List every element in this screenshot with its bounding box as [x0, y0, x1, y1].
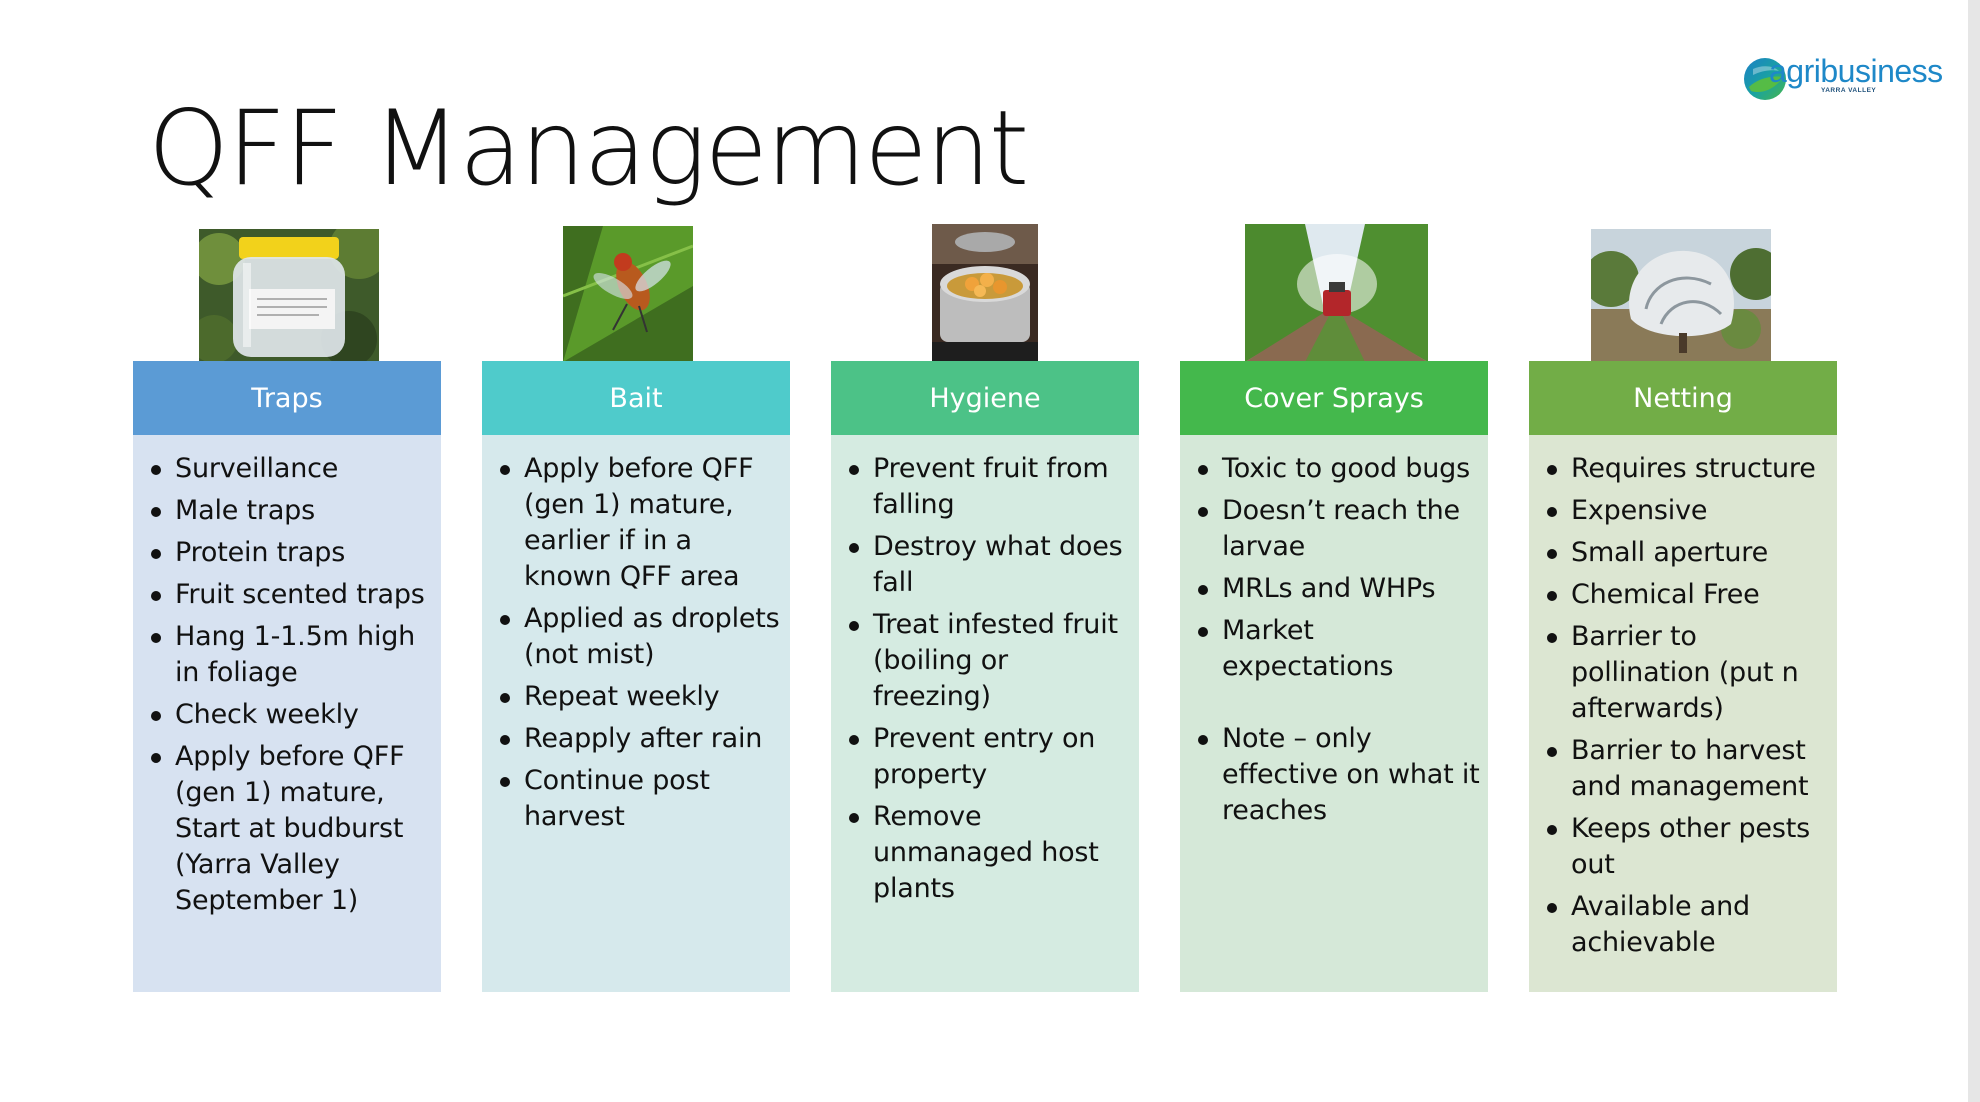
bullet-list: Apply before QFF (gen 1) mature, earlier…	[482, 435, 790, 835]
list-item: Protein traps	[151, 535, 433, 571]
fruit-fly-on-leaf-image	[563, 226, 693, 362]
list-item: Fruit scented traps	[151, 577, 433, 613]
list-item: Check weekly	[151, 697, 433, 733]
column-body: Prevent fruit from falling Destroy what …	[831, 435, 1139, 992]
bullet-list: Prevent fruit from falling Destroy what …	[831, 435, 1139, 907]
list-item: Small aperture	[1547, 535, 1829, 571]
bullet-list: Requires structure Expensive Small apert…	[1529, 435, 1837, 961]
column-heading: Hygiene	[831, 361, 1139, 435]
boiling-fruit-image	[932, 224, 1038, 362]
list-item: Remove unmanaged host plants	[849, 799, 1131, 907]
column-body: Surveillance Male traps Protein traps Fr…	[133, 435, 441, 992]
column-body: Apply before QFF (gen 1) mature, earlier…	[482, 435, 790, 992]
list-item: Requires structure	[1547, 451, 1829, 487]
slide-title: QFF Management	[148, 89, 1029, 209]
list-item: Apply before QFF (gen 1) mature, Start a…	[151, 739, 433, 919]
list-item: Barrier to pollination (put n afterwards…	[1547, 619, 1829, 727]
list-item: Treat infested fruit (boiling or freezin…	[849, 607, 1131, 715]
column-heading: Cover Sprays	[1180, 361, 1488, 435]
column-heading: Bait	[482, 361, 790, 435]
column-netting: Netting Requires structure Expensive Sma…	[1529, 361, 1837, 992]
list-item: Applied as droplets (not mist)	[500, 601, 782, 673]
column-body: Requires structure Expensive Small apert…	[1529, 435, 1837, 992]
list-item: Male traps	[151, 493, 433, 529]
list-item: Doesn’t reach the larvae	[1198, 493, 1480, 565]
list-item: Repeat weekly	[500, 679, 782, 715]
list-item: Keeps other pests out	[1547, 811, 1829, 883]
list-item: Reapply after rain	[500, 721, 782, 757]
column-heading: Netting	[1529, 361, 1837, 435]
list-item: Chemical Free	[1547, 577, 1829, 613]
column-hygiene: Hygiene Prevent fruit from falling Destr…	[831, 361, 1139, 992]
list-item: Surveillance	[151, 451, 433, 487]
list-item: Market expectations	[1198, 613, 1480, 685]
column-body: Toxic to good bugs Doesn’t reach the lar…	[1180, 435, 1488, 992]
column-traps: Traps Surveillance Male traps Protein tr…	[133, 361, 441, 992]
bullet-list: Toxic to good bugs Doesn’t reach the lar…	[1180, 435, 1488, 829]
agribusiness-logo: agribusiness YARRA VALLEY	[1743, 53, 1943, 103]
list-item: Barrier to harvest and management	[1547, 733, 1829, 805]
netted-tree-image	[1591, 229, 1771, 362]
list-item: Destroy what does fall	[849, 529, 1131, 601]
bullet-list: Surveillance Male traps Protein traps Fr…	[133, 435, 441, 919]
globe-icon	[1744, 58, 1786, 100]
slide-edge	[1968, 0, 1980, 1102]
fruit-fly-trap-image	[199, 229, 379, 362]
list-item: Continue post harvest	[500, 763, 782, 835]
list-item: MRLs and WHPs	[1198, 571, 1480, 607]
list-item: Available and achievable	[1547, 889, 1829, 961]
logo-wordmark: agribusiness	[1769, 53, 1943, 89]
list-item: Expensive	[1547, 493, 1829, 529]
orchard-spray-image	[1245, 224, 1428, 362]
list-item: Note – only effective on what it reaches	[1198, 721, 1480, 829]
column-bait: Bait Apply before QFF (gen 1) mature, ea…	[482, 361, 790, 992]
list-item: Toxic to good bugs	[1198, 451, 1480, 487]
column-heading: Traps	[133, 361, 441, 435]
list-item: Hang 1-1.5m high in foliage	[151, 619, 433, 691]
column-cover-sprays: Cover Sprays Toxic to good bugs Doesn’t …	[1180, 361, 1488, 992]
list-item: Prevent entry on property	[849, 721, 1131, 793]
list-item: Prevent fruit from falling	[849, 451, 1131, 523]
logo-subtext: YARRA VALLEY	[1821, 87, 1877, 94]
list-item: Apply before QFF (gen 1) mature, earlier…	[500, 451, 782, 595]
